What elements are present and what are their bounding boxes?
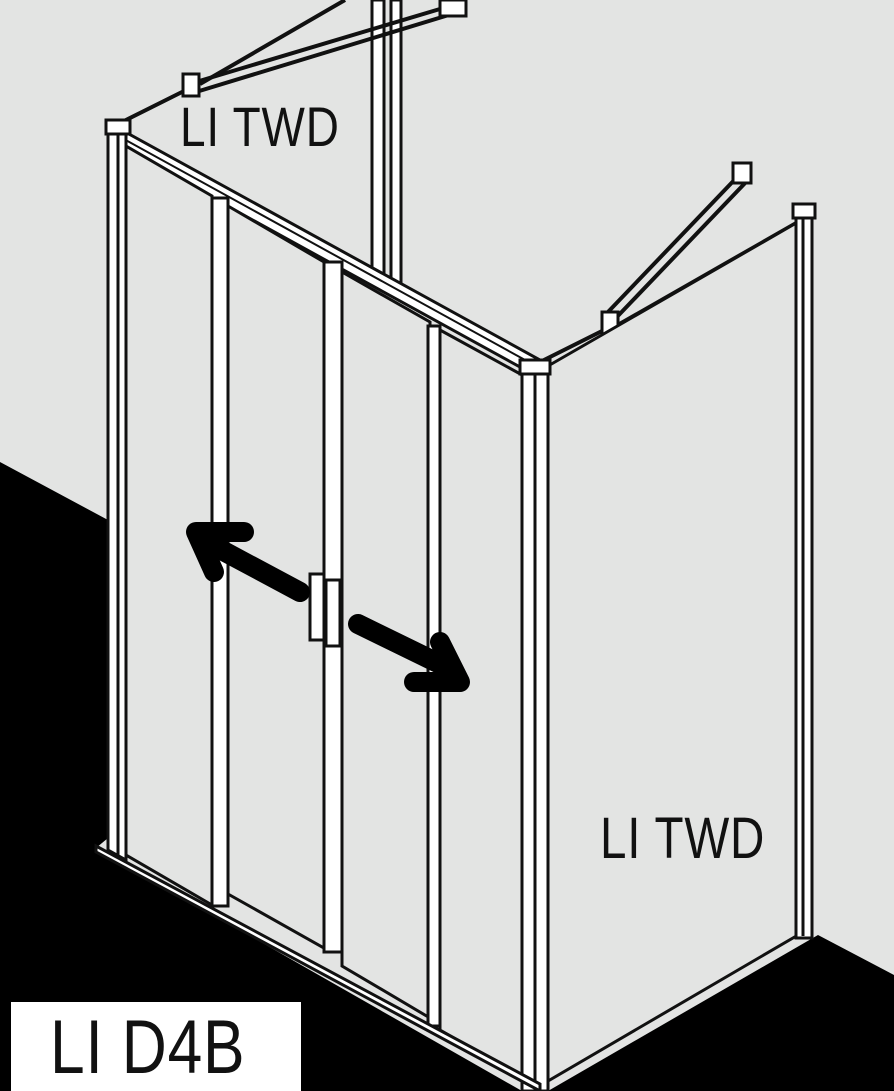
- side-panel-label: LI TWD: [600, 806, 766, 871]
- wall-bracket-top: [438, 0, 468, 18]
- wall-bracket-side: [731, 161, 753, 185]
- side-profile-cap: [791, 202, 817, 220]
- top-panel-label: LI TWD: [180, 95, 340, 158]
- arrow-down-right-icon: [348, 614, 470, 692]
- door-handle: [308, 572, 342, 648]
- front-panels: [124, 143, 526, 1081]
- left-profile-cap: [104, 118, 132, 136]
- side-panel-wall-profile: [794, 210, 814, 940]
- bottom-rail: [94, 843, 542, 1091]
- stabilizer-bar-back: [121, 0, 453, 124]
- model-code: LI D4B: [50, 1005, 246, 1090]
- corner-post: [520, 366, 550, 1091]
- left-wall-profile: [106, 126, 128, 863]
- side-panel: [546, 219, 800, 1084]
- model-code-box: [11, 1002, 301, 1091]
- header-rail-line: [121, 137, 537, 367]
- floor-right: [548, 935, 894, 1091]
- corner-post-cap: [518, 358, 552, 376]
- arrow-up-left-icon: [186, 522, 310, 602]
- floor: [0, 462, 522, 1091]
- bar-clamp: [181, 72, 201, 98]
